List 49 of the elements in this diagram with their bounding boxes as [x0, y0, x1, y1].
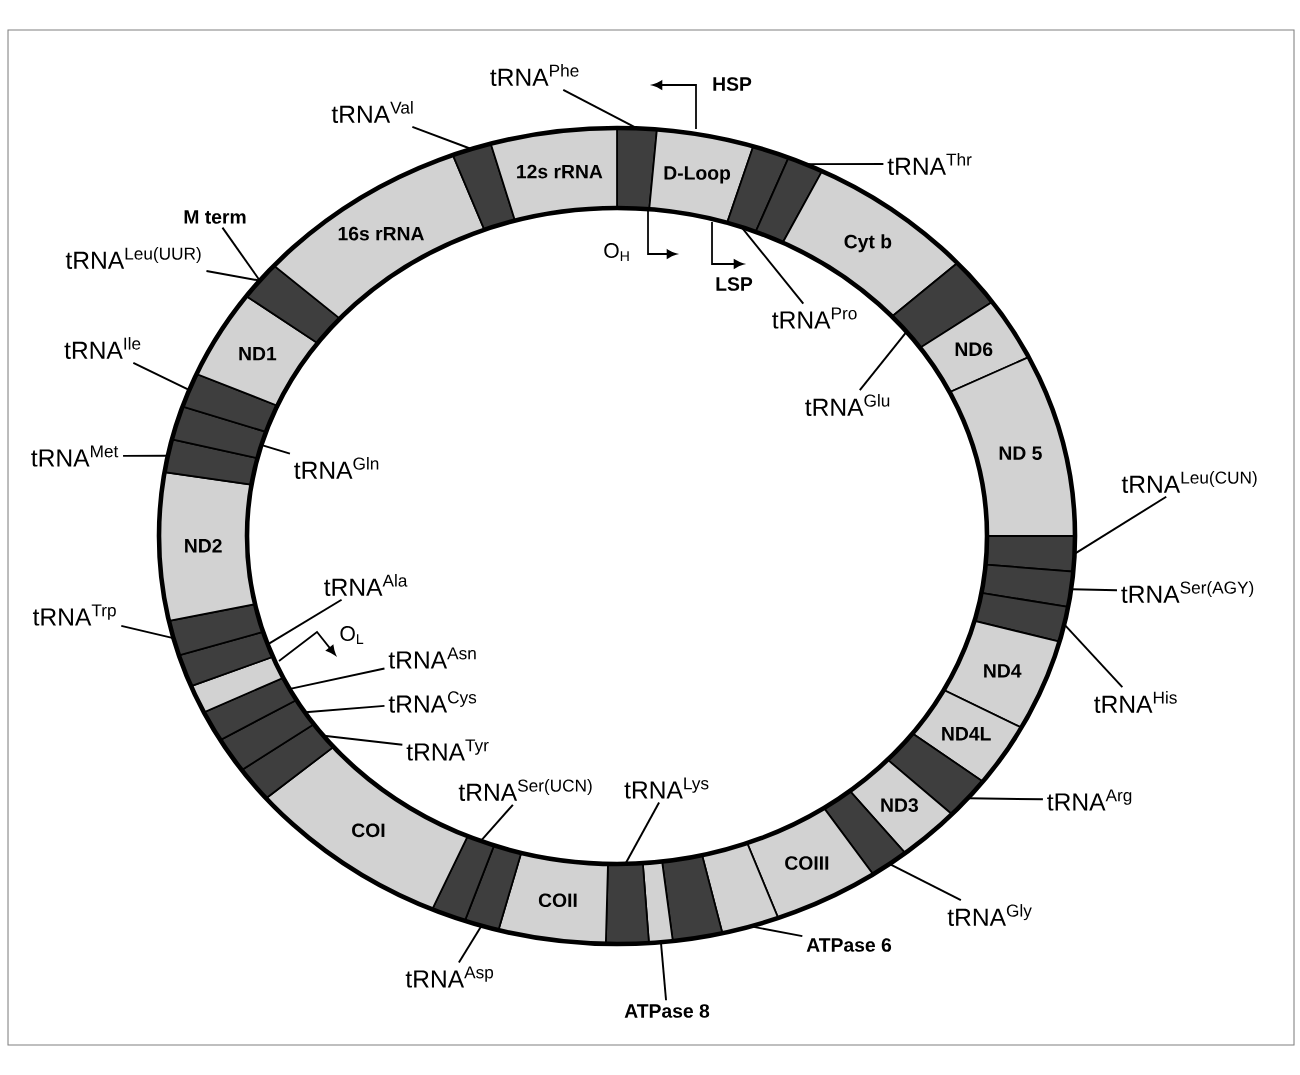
gene-label: tRNA$^{His}$: [1094, 691, 1177, 713]
leader-line: [480, 803, 514, 842]
gene-label: tRNA$^{Met}$: [31, 445, 119, 467]
leader-line: [1073, 495, 1168, 555]
gene-label: ATPase 8: [624, 1004, 710, 1018]
leader-line: [1070, 588, 1118, 592]
leader-line: [205, 270, 261, 282]
gene-label: tRNA$^{Val}$: [331, 101, 413, 123]
promoter-label: O$_{H}$: [604, 243, 629, 261]
gene-label: tRNA$^{Gln}$: [294, 457, 379, 479]
gene-label: tRNA$^{Gly}$: [947, 904, 1032, 926]
gene-label: tRNA$^{Cys}$: [388, 691, 477, 713]
promoter-label: O$_{L}$: [340, 626, 364, 644]
leader-line: [659, 941, 668, 1002]
leader-line: [457, 925, 483, 964]
gene-label: tRNA$^{Leu(CUN)}$: [1121, 471, 1257, 493]
gene-label: ATPase 6: [806, 938, 892, 952]
leader-line: [624, 801, 661, 865]
leader-line: [289, 667, 386, 690]
gene-segment: 12s rRNA: [489, 127, 618, 222]
gene-label: M term: [184, 210, 246, 224]
leader-line: [411, 125, 473, 150]
leader-line: [221, 226, 261, 282]
gene-label: tRNA$^{Lys}$: [624, 777, 709, 799]
gene-segment: ND 5: [948, 356, 1076, 537]
promoter-label: HSP: [713, 77, 752, 91]
gene-label: tRNA$^{Asp}$: [405, 966, 494, 988]
leader-line: [122, 454, 169, 457]
leader-line: [740, 226, 805, 305]
leader-line: [888, 863, 962, 902]
promoter-label: LSP: [716, 277, 753, 291]
leader-line: [322, 734, 404, 746]
gene-label: tRNA$^{Ile}$: [64, 337, 141, 359]
gene-label: tRNA$^{Asn}$: [388, 647, 476, 669]
gene-label: tRNA$^{Glu}$: [805, 394, 890, 416]
leader-line: [1063, 623, 1124, 689]
leader-line: [120, 624, 175, 640]
leader-line: [304, 704, 386, 714]
leader-line: [260, 444, 291, 455]
gene-label: tRNA$^{Trp}$: [32, 604, 116, 626]
leader-line: [132, 361, 190, 391]
gene-label: tRNA$^{Phe}$: [490, 64, 579, 86]
gene-label: tRNA$^{Ser(AGY)}$: [1121, 581, 1254, 603]
leader-line: [858, 331, 908, 392]
gene-label: tRNA$^{Leu(UUR)}$: [65, 247, 201, 269]
leader-line: [267, 598, 343, 646]
gene-label: tRNA$^{Ala}$: [324, 574, 408, 596]
gene-label: tRNA$^{Arg}$: [1047, 789, 1132, 811]
leader-line: [967, 797, 1044, 801]
